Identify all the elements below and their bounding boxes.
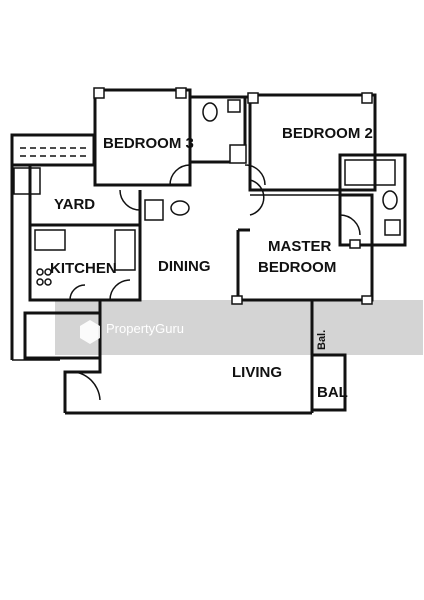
label-master-line2: BEDROOM <box>258 259 336 276</box>
label-master-line1: MASTER <box>268 238 332 255</box>
watermark-text: PropertyGuru <box>106 321 184 336</box>
columns <box>93 87 373 305</box>
label-bal: BAL <box>317 384 348 401</box>
label-dining: DINING <box>158 258 211 275</box>
watermark: PropertyGuru <box>80 320 184 344</box>
watermark-band <box>55 300 423 355</box>
interior-details <box>12 99 401 401</box>
label-living: LIVING <box>232 364 282 381</box>
outer-walls <box>10 88 407 415</box>
label-bedroom2: BEDROOM 2 <box>282 125 373 142</box>
label-bal-side: Bal. <box>316 330 328 350</box>
label-bedroom3: BEDROOM 3 <box>103 135 194 152</box>
propertyguru-logo-icon <box>80 320 100 344</box>
label-kitchen: KITCHEN <box>50 260 117 277</box>
label-yard: YARD <box>54 196 95 213</box>
